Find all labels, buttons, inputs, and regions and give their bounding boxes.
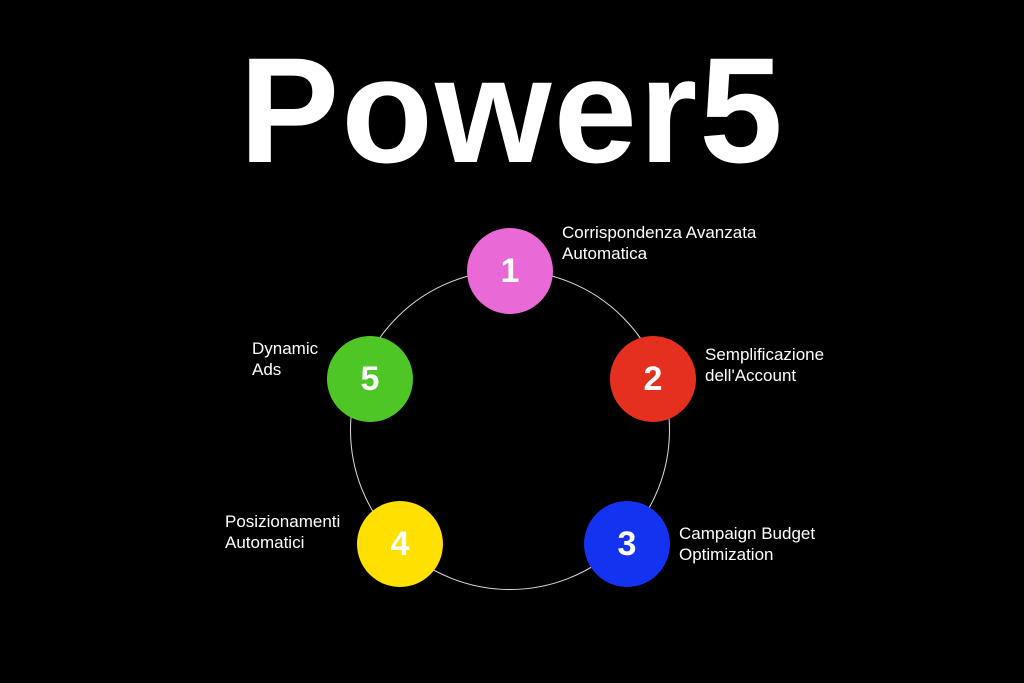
step-5-label: Dynamic Ads (252, 339, 319, 379)
page-title: Power5 (239, 26, 785, 194)
step-4-label: Posizionamenti Automatici (225, 512, 341, 552)
step-2-label: Semplificazione dell'Account (705, 345, 825, 385)
step-5-circle: 5 (327, 336, 413, 422)
step-1-label: Corrispondenza Avanzata Automatica (562, 223, 757, 263)
step-4-circle: 4 (357, 501, 443, 587)
step-3-label: Campaign Budget Optimization (679, 524, 816, 564)
step-3-circle: 3 (584, 501, 670, 587)
step-2-circle: 2 (610, 336, 696, 422)
step-1-circle: 1 (467, 228, 553, 314)
